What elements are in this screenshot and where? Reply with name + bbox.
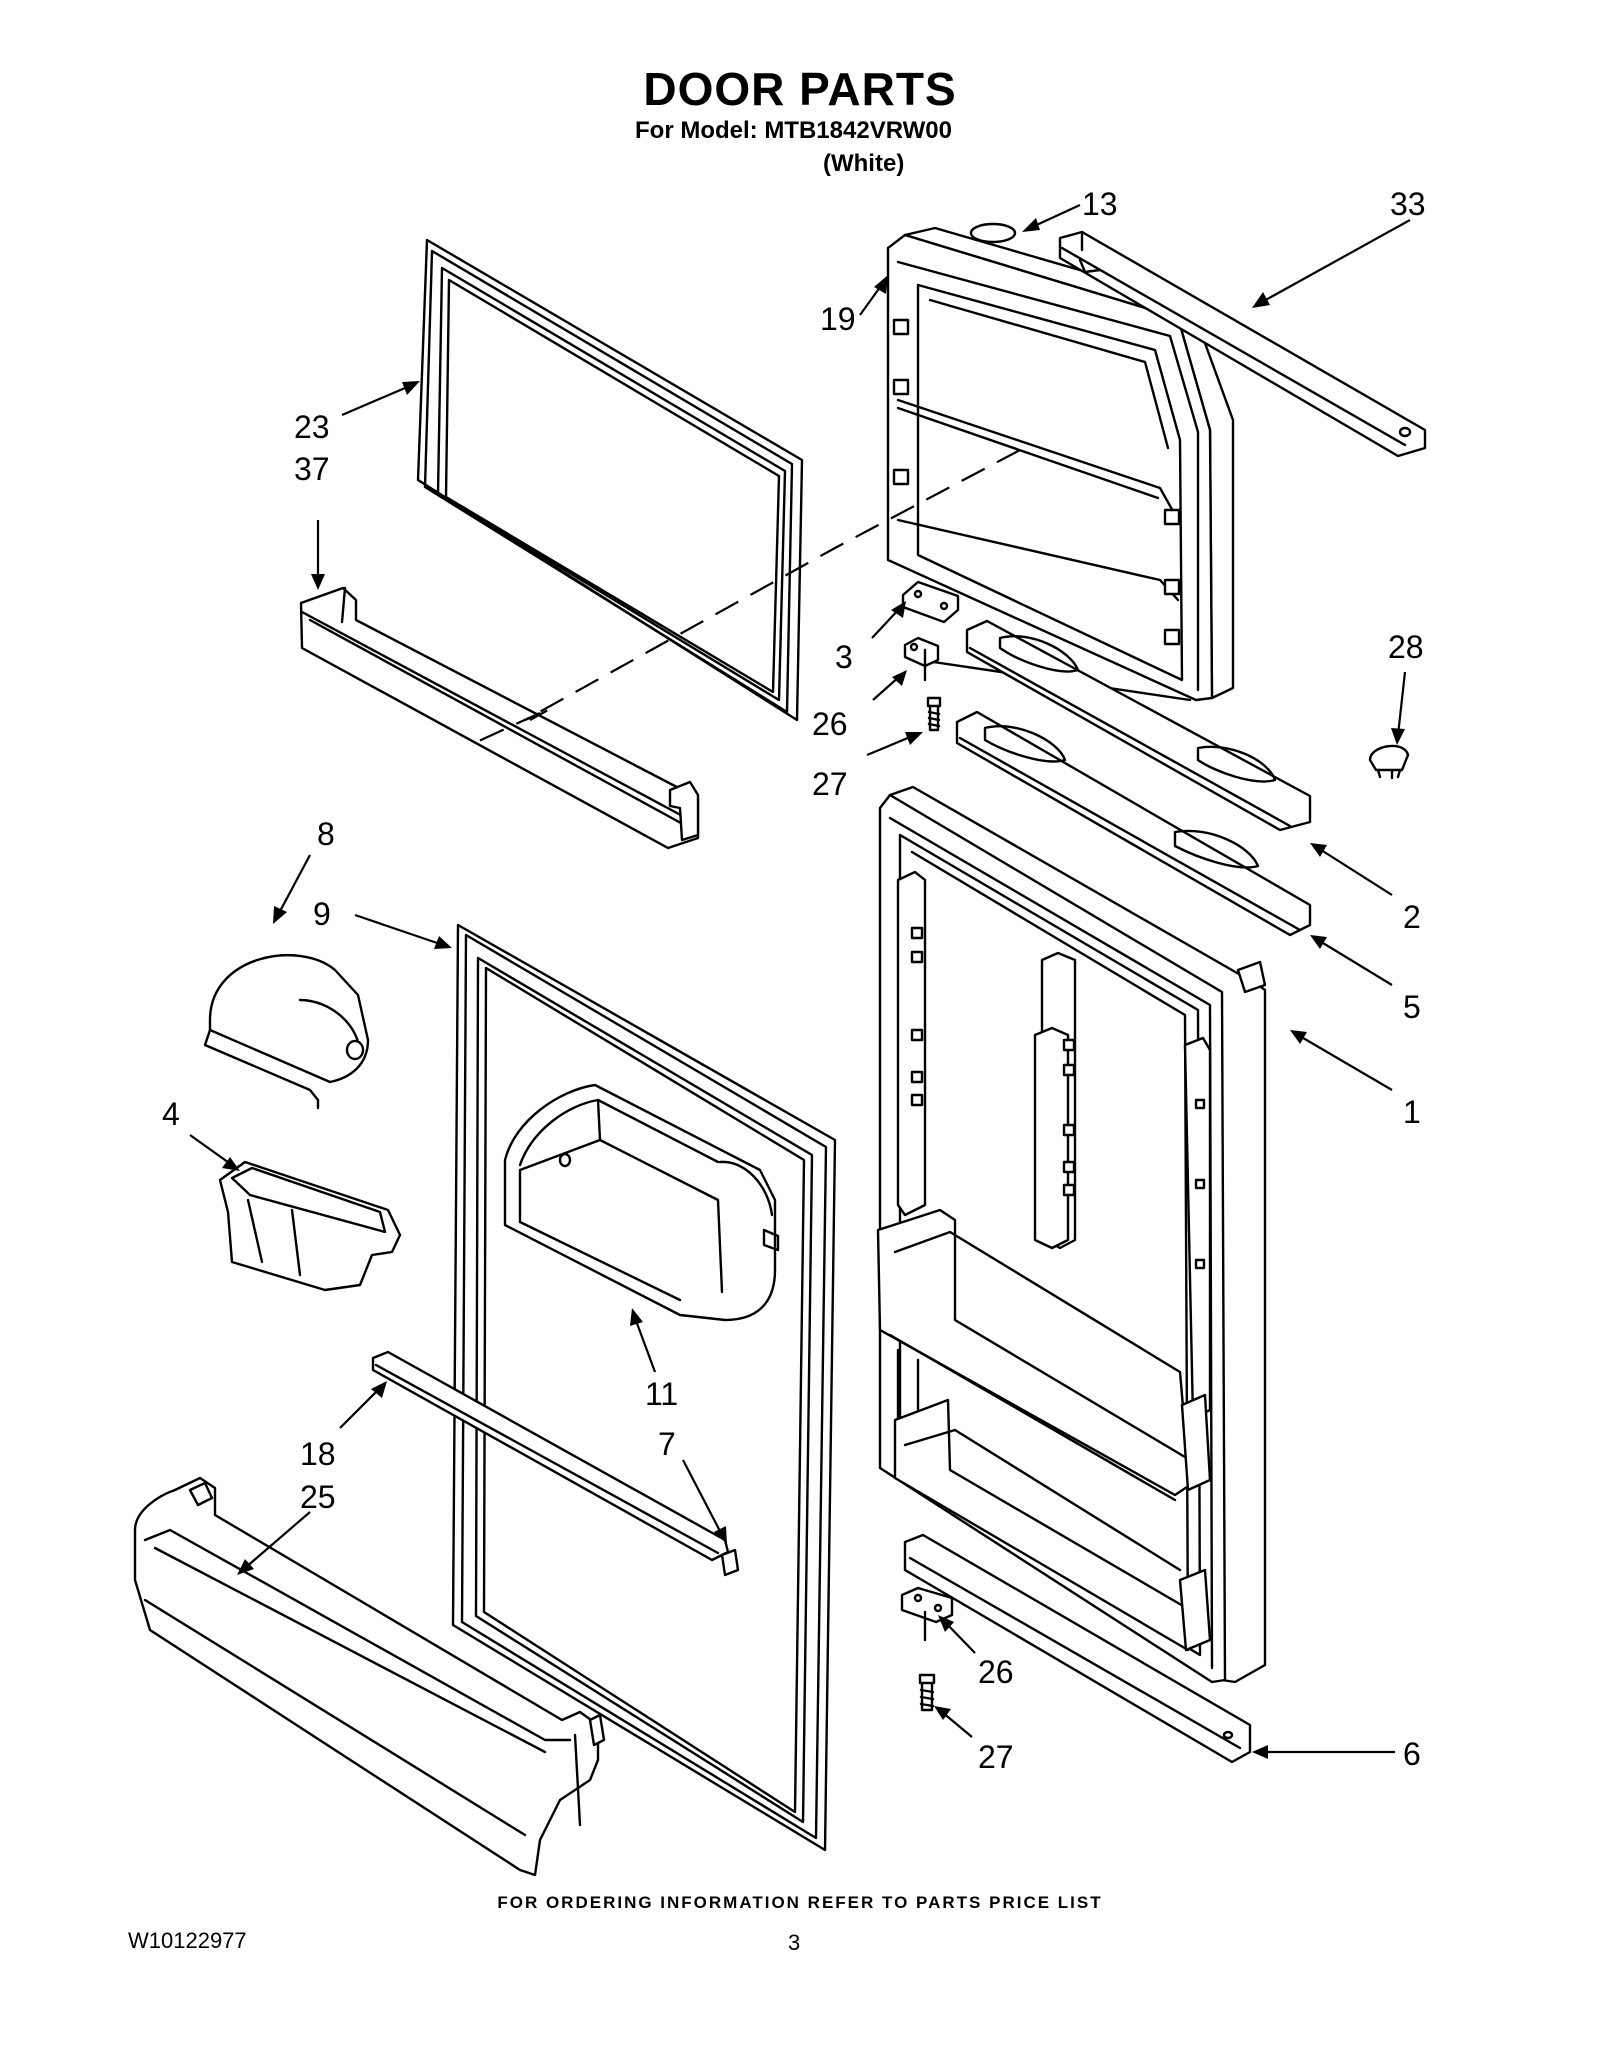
rail-end-cap-7 — [720, 1548, 740, 1577]
freezer-door-gasket — [416, 238, 804, 722]
callout-labels: 13 33 19 23 37 3 26 27 28 8 9 2 5 4 1 11… — [162, 186, 1426, 1775]
hinge-26-bottom — [900, 1586, 954, 1642]
door-bin-small — [218, 1160, 402, 1292]
freezer-door-shelf — [299, 586, 700, 850]
callout-19: 19 — [820, 301, 856, 337]
leader-lines — [189, 204, 1411, 1759]
callout-28: 28 — [1388, 629, 1424, 665]
callout-4: 4 — [162, 1096, 180, 1132]
refrigerator-door-bottom-trim — [903, 1533, 1252, 1764]
page-number: 3 — [788, 1930, 801, 1955]
screw-27-bottom — [918, 1673, 936, 1712]
ordering-note: FOR ORDERING INFORMATION REFER TO PARTS … — [497, 1893, 1103, 1912]
callout-18: 18 — [300, 1436, 336, 1472]
callout-7: 7 — [658, 1426, 676, 1462]
callout-26-top: 26 — [812, 706, 848, 742]
callout-5: 5 — [1403, 989, 1421, 1025]
document-number: W10122977 — [128, 1928, 247, 1953]
dairy-compartment-door — [203, 953, 370, 1110]
plug-13 — [969, 222, 1017, 244]
refrigerator-door-liner — [876, 785, 1267, 1684]
refrigerator-door-top-trim — [955, 710, 1312, 937]
callout-6: 6 — [1403, 1736, 1421, 1772]
hinge-plate-3 — [901, 580, 960, 624]
freezer-door-top-trim — [1058, 230, 1427, 458]
callout-13: 13 — [1082, 186, 1118, 222]
plug-28 — [1368, 744, 1410, 780]
callout-9: 9 — [313, 896, 331, 932]
callout-2: 2 — [1403, 899, 1421, 935]
callout-37: 37 — [294, 451, 330, 487]
callout-25: 25 — [300, 1479, 336, 1515]
color-line: (White) — [823, 150, 905, 177]
callout-27-bottom: 27 — [978, 1739, 1014, 1775]
model-line: For Model: MTB1842VRW00 — [635, 117, 952, 144]
freezer-door-handle-trim — [965, 619, 1312, 832]
callout-23: 23 — [294, 409, 330, 445]
dairy-compartment — [503, 1083, 780, 1322]
page-title: DOOR PARTS — [643, 63, 957, 115]
callout-8: 8 — [317, 816, 335, 852]
callout-26-bottom: 26 — [978, 1654, 1014, 1690]
freezer-door-liner — [886, 226, 1235, 702]
screw-27-top — [926, 696, 942, 732]
callout-33: 33 — [1390, 186, 1426, 222]
callout-27-top: 27 — [812, 766, 848, 802]
hinge-pin-26-top — [903, 636, 940, 682]
callout-3: 3 — [835, 639, 853, 675]
callout-1: 1 — [1403, 1094, 1421, 1130]
door-bin-large — [133, 1476, 606, 1877]
alignment-line — [469, 711, 541, 747]
callout-11: 11 — [645, 1376, 678, 1412]
